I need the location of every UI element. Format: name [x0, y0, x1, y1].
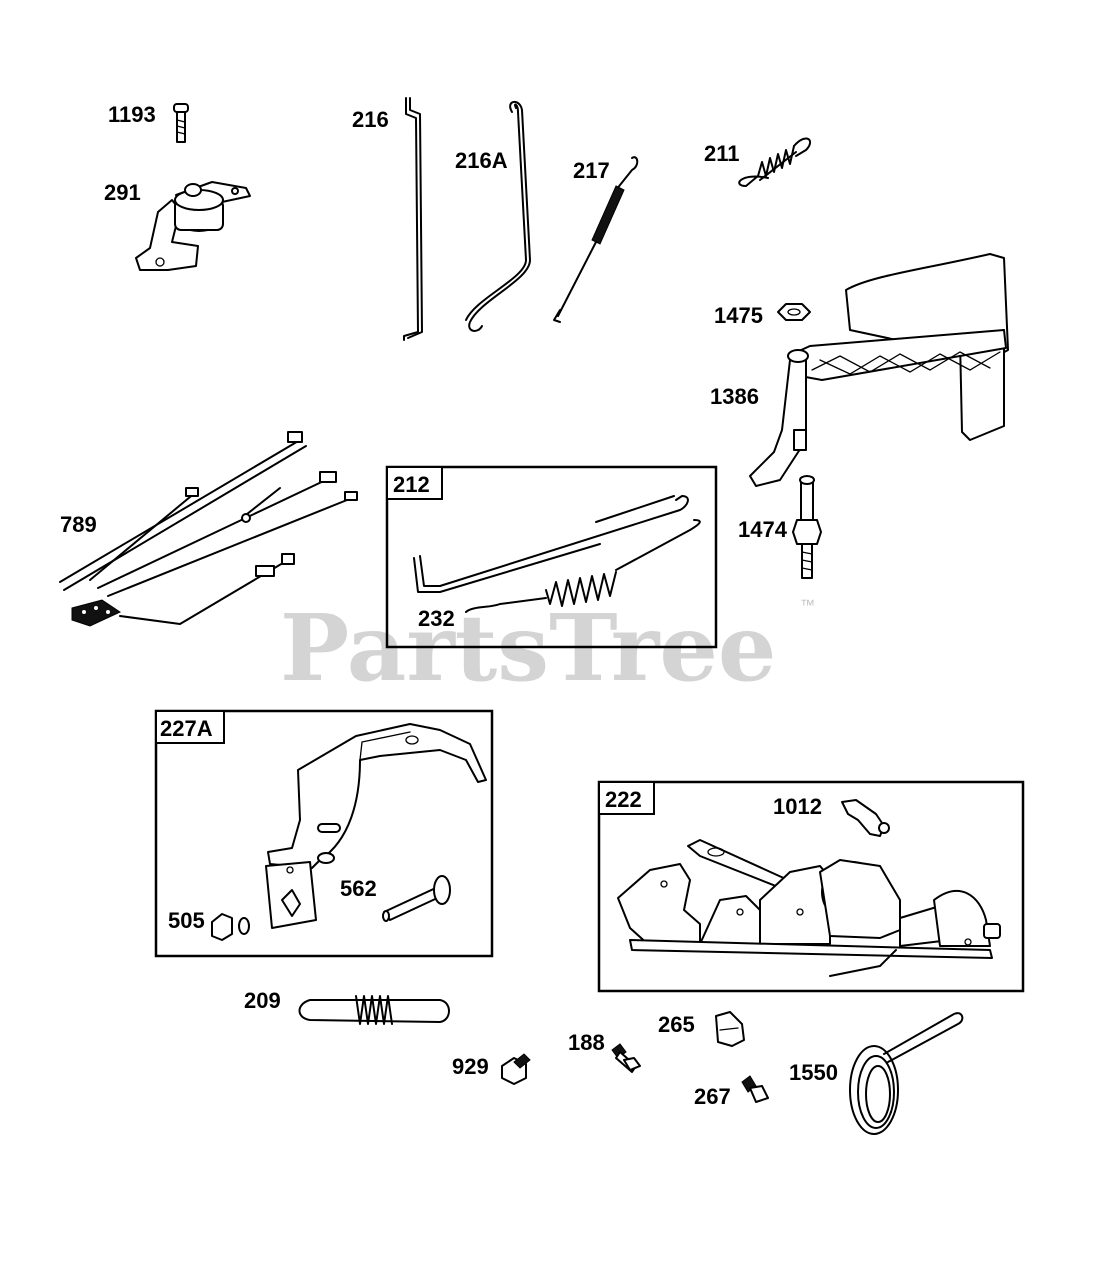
part-505-nut[interactable] — [211, 913, 250, 941]
part-216a-rod[interactable] — [465, 101, 531, 332]
callout-188: 188 — [568, 1030, 605, 1055]
part-1474-stud[interactable] — [792, 475, 822, 579]
callout-1550: 1550 — [789, 1060, 838, 1085]
callout-1193: 1193 — [108, 102, 156, 127]
part-789-wire-harness[interactable] — [59, 431, 358, 627]
callout-505: 505 — [168, 908, 205, 933]
part-267-screw[interactable] — [741, 1075, 769, 1103]
callout-232: 232 — [418, 606, 455, 631]
callout-789: 789 — [60, 512, 97, 537]
callout-1012: 1012 — [773, 794, 822, 819]
part-562-bolt[interactable] — [382, 875, 451, 922]
callout-1474: 1474 — [738, 517, 788, 542]
callout-209: 209 — [244, 988, 281, 1013]
part-265-clip[interactable] — [715, 1011, 745, 1047]
part-217-spring-rod[interactable] — [553, 156, 639, 323]
part-216-rod[interactable] — [403, 97, 423, 341]
part-1193-bolt[interactable] — [173, 103, 189, 143]
callout-1475: 1475 — [714, 303, 763, 328]
kit-box-227a — [154, 709, 494, 958]
part-227a-bracket[interactable] — [265, 723, 487, 929]
kit-box-212 — [385, 465, 718, 649]
callout-217: 217 — [573, 158, 610, 183]
part-291-bracket[interactable] — [135, 181, 251, 271]
kit-label-227a: 227A — [160, 716, 213, 741]
callout-929: 929 — [452, 1054, 489, 1079]
part-211-spring[interactable] — [738, 137, 812, 187]
callout-216a: 216A — [455, 148, 508, 173]
callout-562: 562 — [340, 876, 377, 901]
callout-291: 291 — [104, 180, 141, 205]
part-212-rod[interactable] — [413, 495, 689, 593]
callout-1386: 1386 — [710, 384, 759, 409]
kit-box-222 — [597, 780, 1025, 993]
callout-216: 216 — [352, 107, 389, 132]
part-1550-torsion-spring[interactable] — [849, 1012, 964, 1135]
part-232-spring[interactable] — [465, 519, 701, 613]
part-1475-nut[interactable] — [777, 303, 811, 321]
part-188-screw[interactable] — [611, 1043, 641, 1073]
trademark-symbol: ™ — [800, 597, 815, 614]
kit-label-222: 222 — [605, 787, 642, 812]
part-929-bolt[interactable] — [501, 1053, 531, 1085]
part-209-spring[interactable] — [298, 995, 450, 1025]
part-222-control-bracket[interactable] — [617, 839, 1001, 977]
part-1012-clip[interactable] — [841, 799, 890, 837]
callout-267: 267 — [694, 1084, 731, 1109]
part-1386-guard[interactable] — [749, 253, 1009, 487]
kit-label-212: 212 — [393, 472, 430, 497]
callout-211: 211 — [704, 141, 740, 166]
callout-265: 265 — [658, 1012, 695, 1037]
